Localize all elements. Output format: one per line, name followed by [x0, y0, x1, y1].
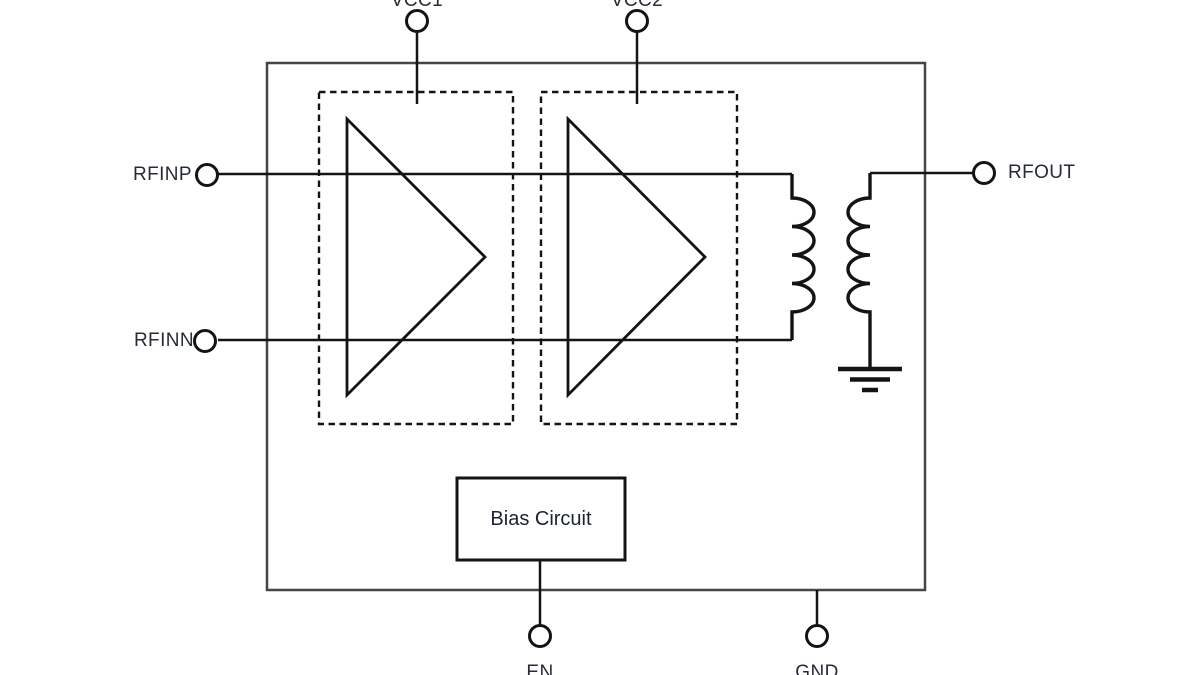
bias-circuit-box: [455, 476, 627, 562]
en-label: EN: [526, 662, 554, 675]
transformer-secondary-coil: [846, 173, 872, 368]
vcc2-pin: [625, 9, 649, 33]
gnd-label: GND: [795, 662, 839, 675]
vcc2-label: VCC2: [610, 0, 664, 11]
rfout-pin: [972, 161, 996, 185]
amp1-symbol: [345, 115, 487, 399]
rfinn-pin: [193, 329, 217, 353]
vcc1-label: VCC1: [390, 0, 444, 11]
ground-symbol: [838, 366, 902, 393]
rfinp-pin: [195, 163, 219, 187]
transformer-primary-coil: [790, 174, 816, 340]
rfinn-label: RFINN: [133, 330, 194, 351]
rfout-label: RFOUT: [1008, 162, 1076, 183]
chip-boundary: [265, 61, 927, 592]
amp2-symbol: [566, 115, 707, 399]
gnd-pin: [805, 624, 829, 648]
rfinp-label: RFINP: [133, 164, 192, 185]
amp-stage1-boundary: [317, 90, 515, 426]
amp-stage2-boundary: [539, 90, 739, 426]
vcc1-pin: [405, 9, 429, 33]
bias-circuit-label: Bias Circuit: [490, 508, 592, 530]
en-pin: [528, 624, 552, 648]
